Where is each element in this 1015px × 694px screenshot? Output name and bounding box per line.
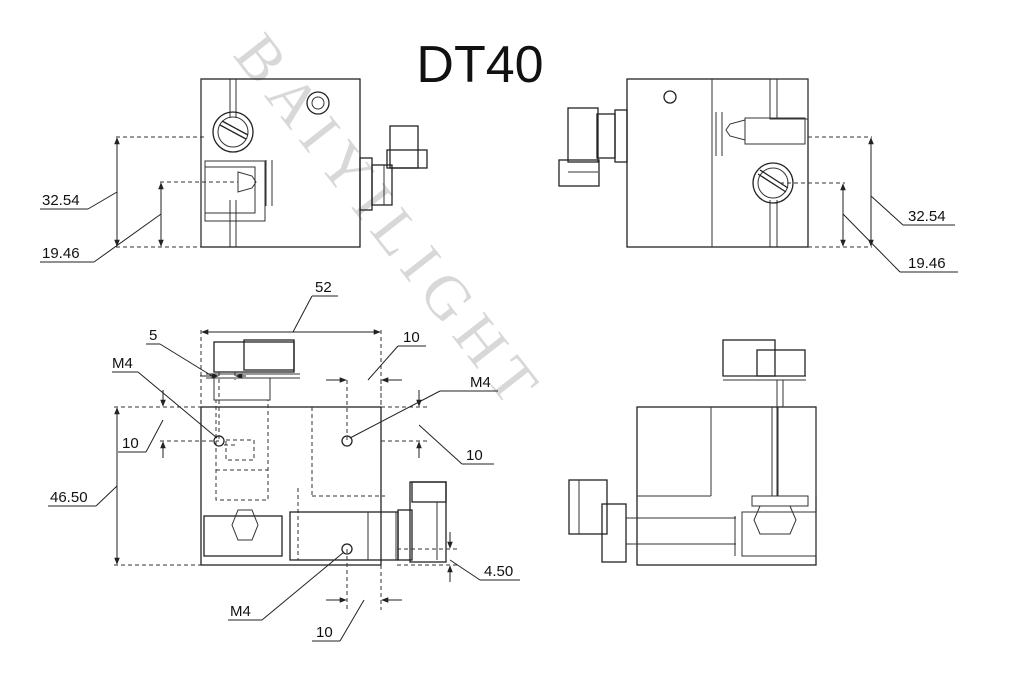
label-top-hole-left: M4 <box>112 355 133 372</box>
dim-front-lower-height: 19.46 <box>42 245 80 262</box>
dim-side-lower-height: 19.46 <box>908 255 946 272</box>
dim-top-bottom-offset: 4.50 <box>484 563 513 580</box>
label-top-hole-bottom: M4 <box>230 603 251 620</box>
dim-front-upper-height: 32.54 <box>42 192 80 209</box>
dim-top-offset-small: 5 <box>149 327 157 344</box>
top-view: 52 5 10 M4 M4 10 10 <box>48 279 520 642</box>
dim-top-bottom-spacing: 10 <box>316 624 333 641</box>
dim-top-height: 46.50 <box>50 489 88 506</box>
dim-top-width: 52 <box>315 279 332 296</box>
dim-top-spacing-right: 10 <box>403 329 420 346</box>
side-view: 32.54 19.46 <box>558 78 958 273</box>
dim-side-upper-height: 32.54 <box>908 208 946 225</box>
end-view <box>568 339 817 566</box>
label-top-hole-right: M4 <box>470 374 491 391</box>
drawing-title: DT40 <box>416 36 543 94</box>
dim-top-right-10: 10 <box>466 447 483 464</box>
dim-top-vertical-10: 10 <box>122 435 139 452</box>
front-view: 32.54 19.46 <box>40 78 428 263</box>
